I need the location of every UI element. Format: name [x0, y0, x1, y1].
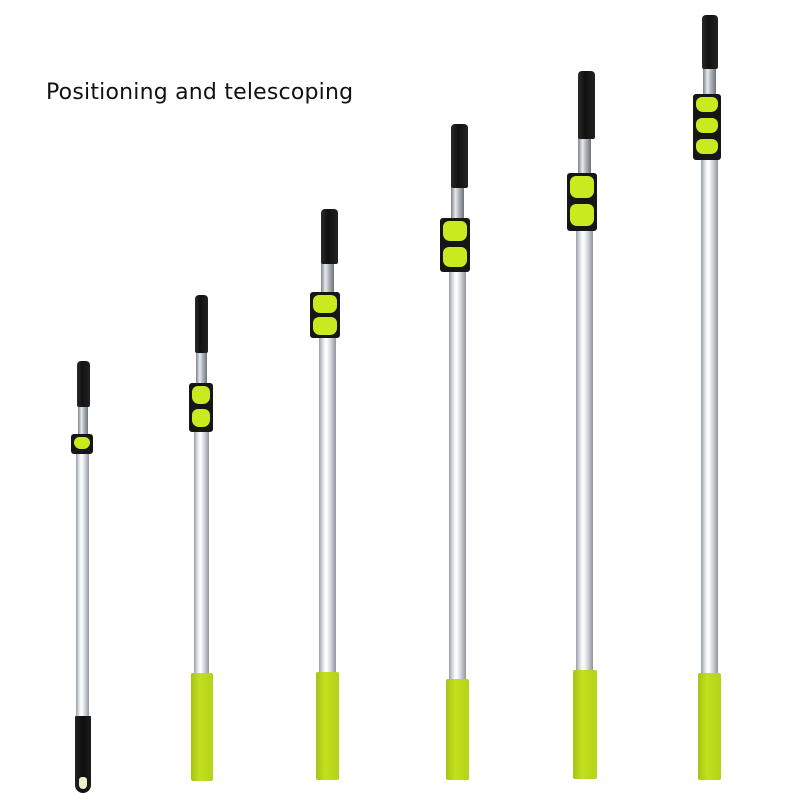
lock-pad	[696, 139, 718, 154]
lock-collar	[189, 383, 213, 432]
lock-pad	[313, 317, 337, 335]
threaded-tip	[702, 15, 718, 69]
lock-collar	[71, 434, 93, 454]
end-cap	[75, 716, 91, 793]
lock-pad	[570, 176, 594, 198]
lock-pad	[443, 247, 467, 267]
lock-collar	[310, 292, 340, 338]
lock-pad	[443, 221, 467, 241]
threaded-tip	[451, 124, 468, 188]
lock-pad	[313, 295, 337, 313]
lock-pad	[192, 409, 210, 427]
threaded-tip	[195, 295, 208, 353]
hand-grip	[191, 673, 213, 781]
lock-collar	[567, 173, 597, 231]
inner-tube	[451, 186, 464, 222]
lock-pad	[74, 437, 90, 449]
lock-pad	[570, 204, 594, 226]
inner-tube	[321, 262, 334, 296]
lock-collar	[440, 218, 470, 272]
outer-tube	[576, 228, 593, 674]
threaded-tip	[321, 209, 338, 264]
caption-title: Positioning and telescoping	[46, 80, 354, 105]
inner-tube	[78, 405, 88, 440]
lock-pad	[192, 386, 210, 404]
hand-grip	[316, 672, 339, 780]
outer-tube	[319, 336, 336, 678]
threaded-tip	[578, 71, 595, 139]
inner-tube	[578, 136, 591, 176]
outer-tube	[194, 428, 209, 678]
lock-collar	[693, 94, 721, 160]
hand-grip	[446, 679, 469, 780]
hand-grip	[573, 670, 597, 779]
lock-pad	[696, 97, 718, 112]
inner-tube	[703, 66, 716, 98]
outer-tube	[701, 158, 718, 678]
outer-tube	[76, 450, 89, 718]
hand-grip	[698, 673, 721, 780]
inner-tube	[196, 350, 207, 386]
lock-pad	[696, 118, 718, 133]
threaded-tip	[77, 361, 90, 407]
outer-tube	[449, 268, 466, 684]
